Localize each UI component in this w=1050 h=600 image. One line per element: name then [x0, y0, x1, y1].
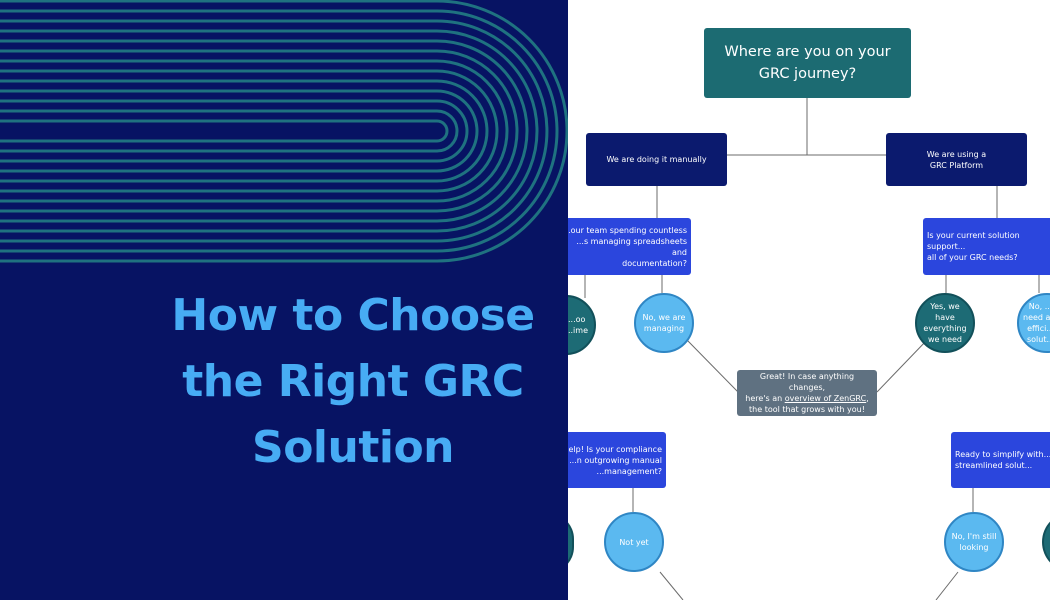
still-looking-line-1: No, I'm still	[951, 532, 997, 541]
answer-line-1: Great! In case anything changes,	[759, 372, 855, 392]
stripe-track	[0, 29, 539, 233]
ready-to-simplify-box: Ready to simplify with... streamlined so…	[951, 432, 1050, 488]
support-question-line-1: Is your current solution support...	[927, 231, 1020, 251]
answer-line-2: here's an overview of ZenGRC,	[741, 393, 873, 404]
have-everything-line-2: have	[935, 313, 955, 322]
have-everything-circle: Yes, we have everything we need	[915, 293, 975, 353]
using-platform-line-2: GRC Platform	[929, 160, 984, 170]
have-everything-line-3: everything	[923, 324, 967, 333]
need-efficient-line-4: solut...	[1026, 335, 1050, 344]
stripe-track	[0, 19, 549, 243]
spreadsheets-question-line-1: ...our team spending countless	[568, 225, 687, 235]
flowchart-panel: Where are you on your GRC journey? We ar…	[568, 0, 1050, 600]
too-much-time-line-1: ...oo	[568, 315, 586, 324]
answer-line-3: the tool that grows with you!	[749, 405, 865, 414]
managing-circle: No, we are managing	[634, 293, 694, 353]
using-platform-box: We are using a GRC Platform	[886, 133, 1027, 186]
not-yet-label: Not yet	[619, 537, 649, 547]
support-question-line-2: all of your GRC needs?	[927, 253, 1018, 262]
concentric-stripes-graphic	[0, 0, 568, 263]
journey-question-line-1: Where are you on your	[724, 44, 891, 60]
still-looking-line-2: looking	[959, 543, 989, 552]
outgrowing-question-line-3: ...management?	[596, 466, 662, 476]
managing-line-2: managing	[643, 324, 685, 333]
stripe-track	[0, 109, 459, 153]
need-efficient-line-3: effici...	[1027, 324, 1050, 333]
title-line-2: the Right GRC	[182, 356, 524, 407]
title-line-1: How to Choose	[171, 290, 535, 341]
title-line-3: Solution	[252, 422, 455, 473]
need-efficient-line-2: need a...	[1023, 313, 1050, 322]
outgrowing-question-line-2: ...n outgrowing manual	[569, 455, 662, 465]
outgrowing-question-line-1: ...elp! Is your compliance	[568, 444, 662, 454]
answer-line-2-prefix: here's an	[745, 394, 785, 403]
journey-question-box: Where are you on your GRC journey?	[704, 28, 911, 98]
managing-line-1: No, we are	[642, 313, 686, 322]
stripe-track	[0, 0, 568, 263]
have-everything-line-1: Yes, we	[930, 302, 960, 311]
hero-panel: How to Choose the Right GRC Solution	[0, 0, 568, 600]
ready-to-simplify-line-2: streamlined solut...	[955, 461, 1033, 470]
journey-question-line-2: GRC journey?	[758, 66, 857, 82]
spreadsheets-question-line-3: documentation?	[622, 258, 687, 268]
zengrc-answer-box: Great! In case anything changes, here's …	[737, 370, 877, 416]
stripe-track	[0, 69, 499, 193]
doing-manually-label: We are doing it manually	[606, 155, 707, 164]
support-question-box: Is your current solution support... all …	[923, 218, 1050, 275]
need-efficient-line-1: No, ...	[1028, 302, 1050, 311]
too-much-time-line-2: ...ime	[568, 326, 588, 335]
stripe-track	[0, 39, 529, 223]
stripe-track	[0, 119, 449, 143]
stripe-track	[0, 89, 479, 173]
ready-to-simplify-line-1: Ready to simplify with...	[955, 450, 1050, 459]
not-yet-circle: Not yet	[604, 512, 664, 572]
zengrc-overview-link[interactable]: overview of ZenGRC	[784, 394, 867, 403]
stripe-track	[0, 59, 509, 203]
still-looking-circle: No, I'm still looking	[944, 512, 1004, 572]
spreadsheets-question-box: ...our team spending countless ...s mana…	[568, 218, 691, 275]
answer-line-2-suffix: ,	[866, 394, 869, 403]
doing-manually-box: We are doing it manually	[586, 133, 727, 186]
page-title: How to Choose the Right GRC Solution	[118, 283, 568, 481]
flowchart-connectors	[584, 98, 1040, 600]
stripe-track	[0, 9, 559, 253]
stripe-track	[0, 79, 489, 183]
stripe-track	[0, 49, 519, 213]
stripe-track	[0, 99, 469, 163]
need-efficient-solution-circle: No, ... need a... effici... solut...	[1017, 293, 1050, 353]
using-platform-line-1: We are using a	[926, 149, 987, 159]
spreadsheets-question-line-2: ...s managing spreadsheets and	[576, 236, 687, 257]
outgrowing-question-box: ...elp! Is your compliance ...n outgrowi…	[568, 432, 666, 488]
have-everything-line-4: we need	[928, 335, 962, 344]
